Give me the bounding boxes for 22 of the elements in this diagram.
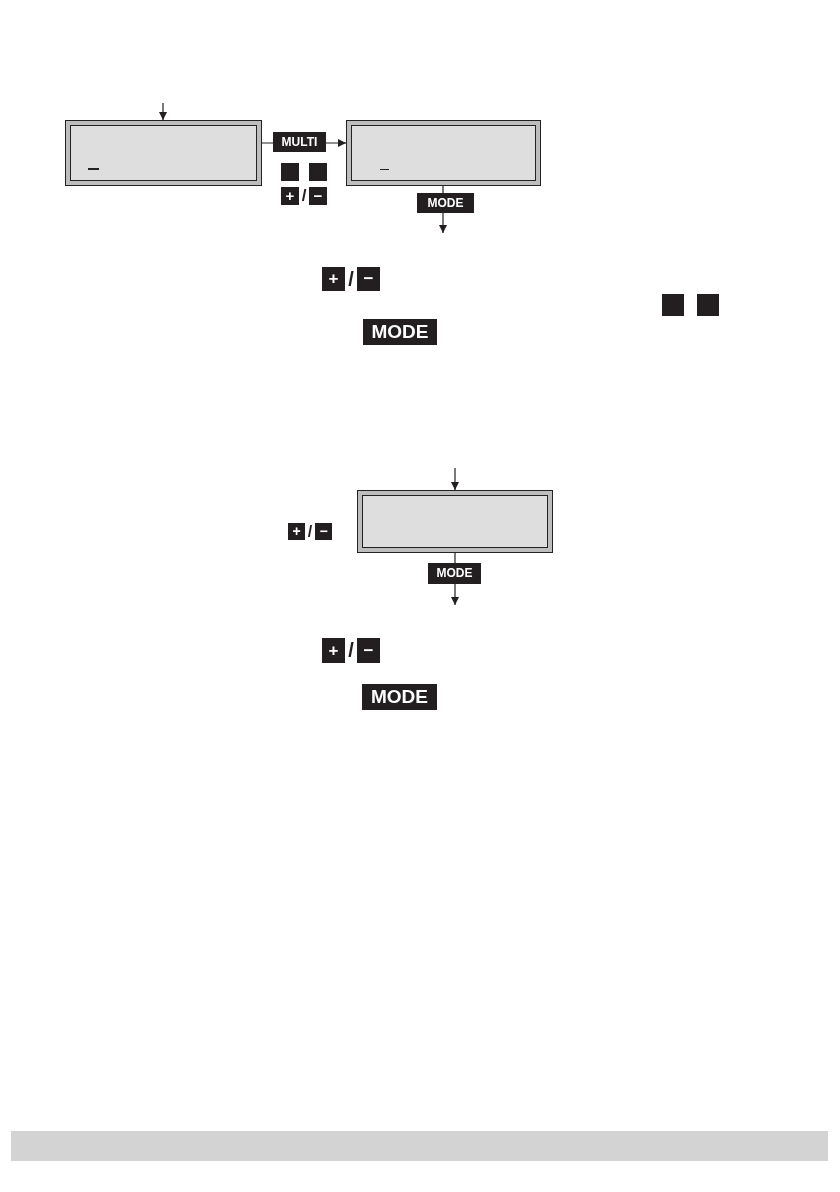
display-screen — [65, 120, 262, 186]
key-label: MODE — [362, 684, 437, 710]
slash-separator: / — [347, 267, 355, 292]
key-label: − — [315, 523, 332, 540]
key-label: − — [357, 267, 380, 291]
key-label: + — [288, 523, 305, 540]
key-label: MODE — [363, 319, 437, 345]
key-label: − — [309, 187, 327, 205]
key-label: + — [281, 187, 299, 205]
key-label: + — [322, 267, 345, 291]
slash-separator: / — [306, 522, 314, 542]
display-screen — [346, 120, 541, 186]
key-label: + — [322, 638, 345, 663]
key-label: MODE — [428, 563, 481, 584]
arrow — [450, 467, 460, 491]
key-label: − — [357, 638, 380, 663]
key-label: MODE — [417, 193, 474, 213]
slash-separator: / — [347, 638, 355, 663]
key-label: MULTI — [273, 132, 326, 152]
slash-separator: / — [300, 185, 308, 207]
arrow — [158, 102, 168, 121]
display-screen — [357, 490, 553, 553]
